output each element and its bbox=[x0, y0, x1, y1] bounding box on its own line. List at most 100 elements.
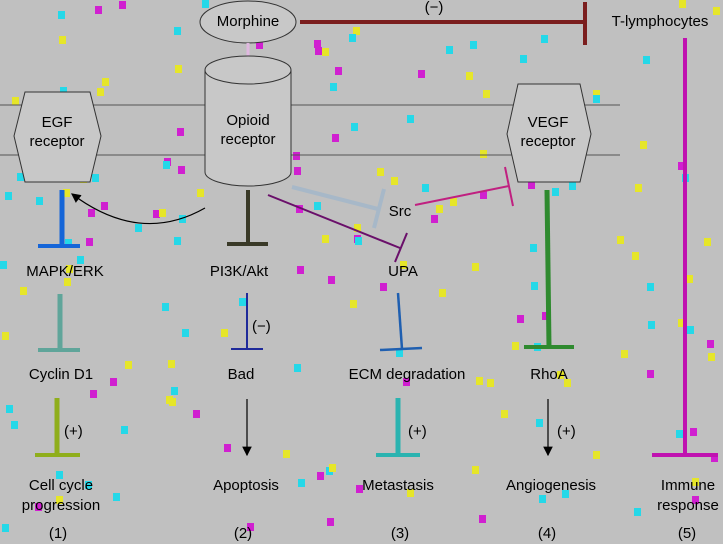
noise-square bbox=[676, 430, 683, 438]
noise-square bbox=[692, 478, 699, 486]
bad-inhibition-sign: (−) bbox=[252, 318, 271, 335]
cyclin-cellcycle-link bbox=[35, 398, 80, 457]
pathway-number-2: (2) bbox=[233, 525, 253, 542]
rhoa-label: RhoA bbox=[530, 366, 568, 383]
noise-square bbox=[539, 495, 546, 503]
noise-square bbox=[35, 503, 42, 511]
noise-square bbox=[0, 261, 7, 269]
morphine-label: Morphine bbox=[216, 13, 280, 30]
noise-square bbox=[713, 7, 720, 15]
angiogenesis-label: Angiogenesis bbox=[505, 477, 597, 494]
noise-square bbox=[407, 115, 414, 123]
noise-square bbox=[59, 36, 66, 44]
noise-square bbox=[125, 361, 132, 369]
noise-square bbox=[355, 237, 362, 245]
noise-square bbox=[153, 210, 160, 218]
noise-square bbox=[85, 481, 92, 489]
noise-square bbox=[593, 90, 600, 98]
noise-square bbox=[564, 379, 571, 387]
noise-square bbox=[479, 515, 486, 523]
src-vegf-inhibition bbox=[414, 166, 514, 207]
noise-square bbox=[294, 167, 301, 175]
noise-square bbox=[328, 276, 335, 284]
immune-response-label-line2: response bbox=[657, 497, 719, 514]
noise-square bbox=[110, 378, 117, 386]
vegf-rhoa-link bbox=[524, 189, 574, 349]
cell-cycle-label-line2: progression bbox=[21, 497, 101, 514]
noise-square bbox=[163, 161, 170, 169]
noise-square bbox=[353, 27, 360, 35]
noise-square bbox=[635, 184, 642, 192]
noise-square bbox=[354, 224, 361, 232]
noise-square bbox=[101, 202, 108, 210]
vegf-receptor-hexagon bbox=[506, 83, 592, 183]
noise-square bbox=[436, 205, 443, 213]
noise-square bbox=[322, 235, 329, 243]
noise-square bbox=[20, 287, 27, 295]
noise-square bbox=[476, 377, 483, 385]
noise-square bbox=[530, 244, 537, 252]
noise-square bbox=[418, 70, 425, 78]
noise-square bbox=[166, 396, 173, 404]
opioid-receptor-label-line1: Opioid bbox=[226, 112, 270, 129]
t-lymphocytes-label: T-lymphocytes bbox=[611, 13, 709, 30]
noise-square bbox=[65, 239, 72, 247]
upa-ecm-link bbox=[379, 292, 423, 352]
noise-square bbox=[239, 298, 246, 306]
noise-square bbox=[707, 340, 714, 348]
noise-square bbox=[2, 524, 9, 532]
noise-square bbox=[480, 150, 487, 158]
noise-square bbox=[351, 123, 358, 131]
noise-square bbox=[536, 419, 543, 427]
immune-response-label-line1: Immune bbox=[660, 477, 716, 494]
noise-square bbox=[177, 128, 184, 136]
noise-square bbox=[446, 46, 453, 54]
pi3k-akt-label: PI3K/Akt bbox=[209, 263, 269, 280]
metastasis-label: Metastasis bbox=[362, 477, 434, 494]
noise-square bbox=[102, 78, 109, 86]
noise-square bbox=[174, 237, 181, 245]
noise-square bbox=[621, 350, 628, 358]
noise-square bbox=[315, 47, 322, 55]
opioid-receptor-label-line2: receptor bbox=[220, 131, 276, 148]
noise-square bbox=[179, 215, 186, 223]
pathway-number-4: (4) bbox=[537, 525, 557, 542]
noise-square bbox=[224, 444, 231, 452]
noise-square bbox=[90, 390, 97, 398]
noise-square bbox=[159, 209, 166, 217]
noise-square bbox=[396, 349, 403, 357]
cyclin-d1-label: Cyclin D1 bbox=[28, 366, 94, 383]
noise-square bbox=[552, 188, 559, 196]
noise-square bbox=[119, 1, 126, 9]
noise-square bbox=[113, 493, 120, 501]
noise-square bbox=[487, 379, 494, 387]
noise-square bbox=[377, 168, 384, 176]
mapk-erk-label: MAPK/ERK bbox=[26, 263, 104, 280]
noise-square bbox=[294, 364, 301, 372]
noise-square bbox=[121, 426, 128, 434]
noise-square bbox=[431, 215, 438, 223]
noise-square bbox=[17, 173, 24, 181]
noise-square bbox=[472, 263, 479, 271]
opioid-upa-inhibition bbox=[267, 194, 408, 263]
noise-square bbox=[296, 205, 303, 213]
noise-square bbox=[95, 6, 102, 14]
noise-square bbox=[593, 95, 600, 103]
noise-square bbox=[541, 35, 548, 43]
noise-square bbox=[679, 0, 686, 8]
noise-square bbox=[648, 321, 655, 329]
speckle-noise bbox=[0, 0, 720, 532]
noise-square bbox=[593, 451, 600, 459]
morphine-inhibition-sign: (−) bbox=[424, 0, 444, 16]
noise-square bbox=[640, 141, 647, 149]
noise-square bbox=[97, 88, 104, 96]
noise-square bbox=[327, 518, 334, 526]
metastasis-activation-sign: (+) bbox=[408, 423, 427, 440]
morphine-tlymphocyte-inhibition bbox=[300, 2, 587, 45]
noise-square bbox=[678, 162, 685, 170]
noise-square bbox=[466, 72, 473, 80]
opioid-pi3k-link bbox=[227, 190, 268, 246]
noise-square bbox=[634, 508, 641, 516]
noise-square bbox=[501, 410, 508, 418]
